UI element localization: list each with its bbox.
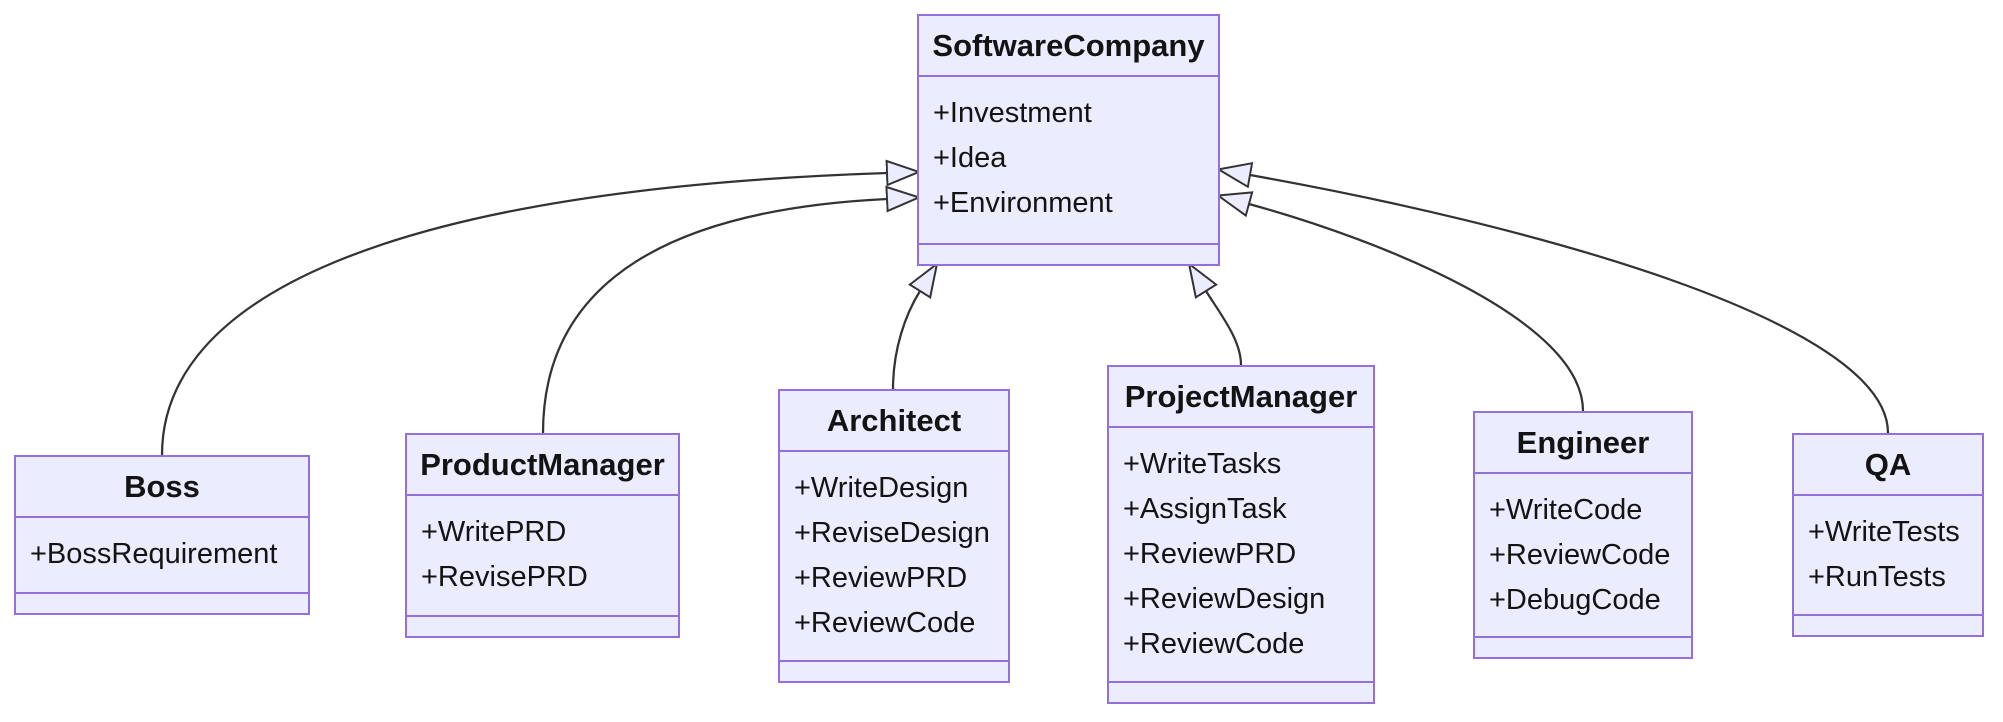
class-methods-empty [1475, 638, 1691, 657]
class-members: +BossRequirement [16, 518, 308, 594]
class-box-qa: QA +WriteTests +RunTests [1792, 433, 1984, 637]
class-title: Engineer [1475, 413, 1691, 474]
class-members: +WriteTasks +AssignTask +ReviewPRD +Revi… [1109, 428, 1373, 683]
class-member: +ReviewCode [1489, 539, 1671, 571]
class-member: +Environment [933, 187, 1113, 219]
class-member: +ReviewPRD [1123, 538, 1297, 570]
class-box-boss: Boss +BossRequirement [14, 455, 310, 615]
class-methods-empty [407, 617, 678, 636]
class-methods-empty [919, 245, 1218, 264]
class-members: +WriteDesign +ReviseDesign +ReviewPRD +R… [780, 452, 1008, 662]
class-methods-empty [16, 594, 308, 613]
edge-engineer-to-softwarecompany [1215, 191, 1585, 412]
class-box-architect: Architect +WriteDesign +ReviseDesign +Re… [778, 389, 1010, 683]
class-title: ProjectManager [1109, 367, 1373, 428]
class-member: +WriteTasks [1123, 448, 1282, 480]
class-member: +Investment [933, 97, 1092, 129]
class-title: Architect [780, 391, 1008, 452]
class-box-productmanager: ProductManager +WritePRD +RevisePRD [405, 433, 680, 638]
class-member: +RunTests [1808, 561, 1946, 593]
class-member: +ReviewPRD [794, 562, 968, 594]
class-methods-empty [1794, 616, 1982, 635]
edge-boss-to-softwarecompany [160, 159, 922, 456]
class-members: +WriteTests +RunTests [1794, 496, 1982, 616]
class-member: +ReviewCode [794, 607, 976, 639]
edge-productmanager-to-softwarecompany [541, 185, 922, 434]
class-title: SoftwareCompany [919, 16, 1218, 77]
class-member: +Idea [933, 142, 1007, 174]
class-member: +WriteDesign [794, 472, 969, 504]
class-member: +WritePRD [421, 516, 567, 548]
class-member: +ReviewCode [1123, 628, 1305, 660]
class-member: +ReviewDesign [1123, 583, 1326, 615]
class-members: +WriteCode +ReviewCode +DebugCode [1475, 474, 1691, 638]
class-member: +AssignTask [1123, 493, 1287, 525]
class-title: QA [1794, 435, 1982, 496]
class-member: +ReviseDesign [794, 517, 990, 549]
edge-qa-to-softwarecompany [1215, 161, 1890, 434]
class-member: +WriteTests [1808, 516, 1960, 548]
class-members: +Investment +Idea +Environment [919, 77, 1218, 245]
edge-projectmanager-to-softwarecompany [1187, 261, 1243, 366]
class-member: +BossRequirement [30, 538, 278, 570]
class-box-engineer: Engineer +WriteCode +ReviewCode +DebugCo… [1473, 411, 1693, 659]
class-member: +WriteCode [1489, 494, 1643, 526]
class-box-projectmanager: ProjectManager +WriteTasks +AssignTask +… [1107, 365, 1375, 704]
class-box-softwarecompany: SoftwareCompany +Investment +Idea +Envir… [917, 14, 1220, 266]
class-member: +DebugCode [1489, 584, 1661, 616]
edge-architect-to-softwarecompany [891, 261, 939, 390]
class-methods-empty [780, 662, 1008, 681]
class-title: Boss [16, 457, 308, 518]
class-members: +WritePRD +RevisePRD [407, 496, 678, 617]
class-member: +RevisePRD [421, 561, 588, 593]
class-title: ProductManager [407, 435, 678, 496]
class-methods-empty [1109, 683, 1373, 702]
